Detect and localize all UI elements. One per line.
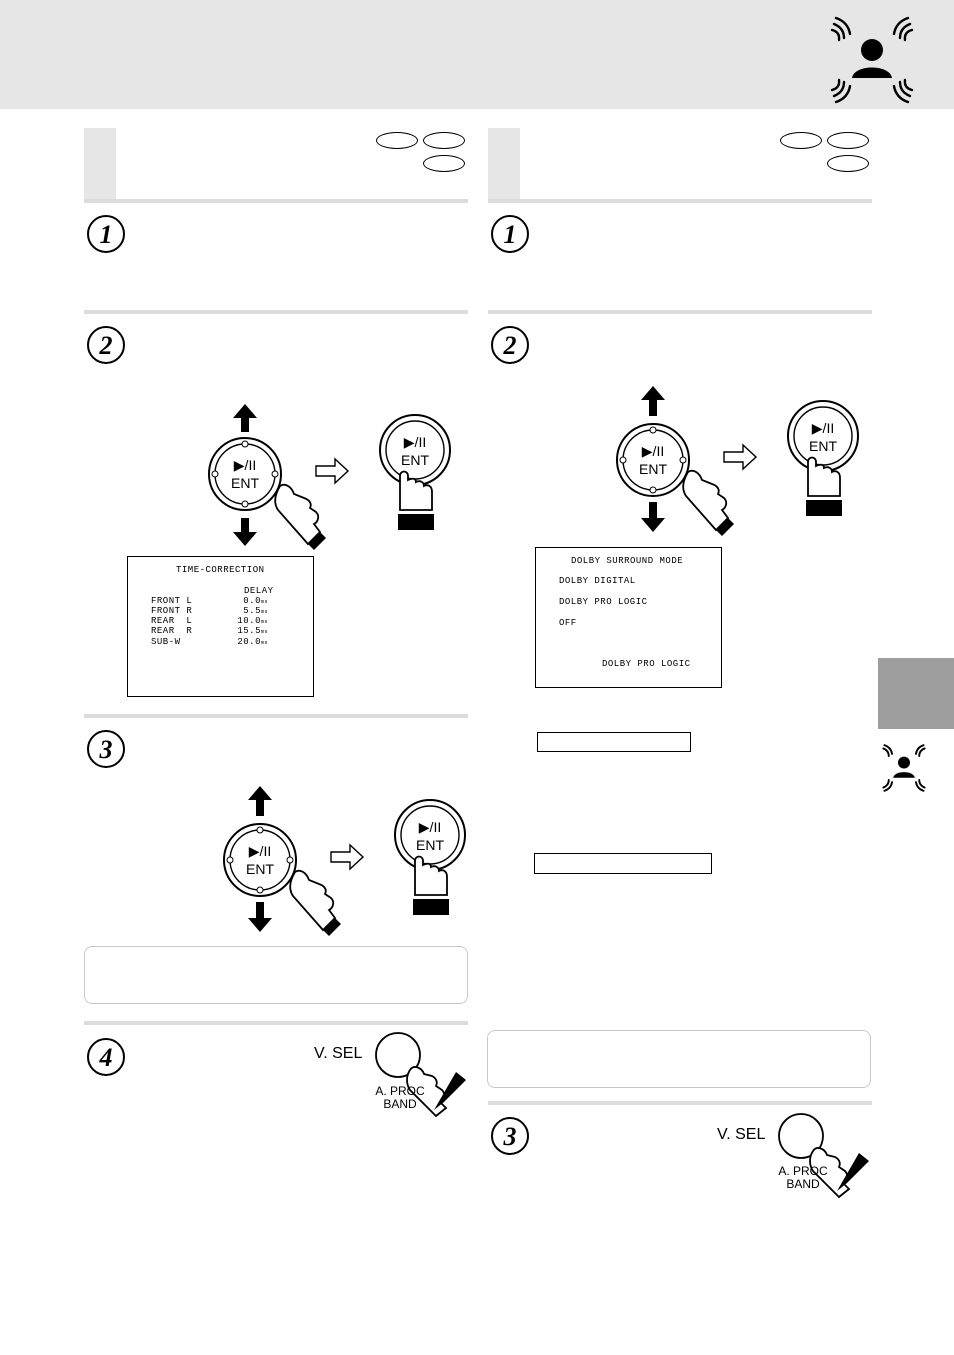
- pointing-hand-icon: [413, 855, 449, 915]
- note-box: [84, 946, 468, 1004]
- svg-text:1: 1: [100, 220, 113, 249]
- pointing-hand-icon: [406, 1066, 466, 1118]
- svg-text:ENT: ENT: [231, 475, 259, 491]
- delay-value: 5.5ms: [243, 606, 268, 616]
- vsel-button[interactable]: [777, 1113, 873, 1199]
- channel-label: REAR R: [151, 626, 193, 636]
- note-box: [487, 1030, 871, 1088]
- svg-text:ENT: ENT: [401, 452, 429, 468]
- svg-text:ENT: ENT: [809, 438, 837, 454]
- blank-box: [537, 732, 691, 752]
- disc-type-oval: [827, 155, 869, 172]
- step-number-1: 1: [491, 215, 529, 253]
- right-section-tab: [488, 128, 520, 200]
- channel-label: SUB-W: [151, 637, 181, 647]
- delay-value: 10.0ms: [237, 616, 268, 626]
- delay-value: 15.5ms: [237, 626, 268, 636]
- divider: [84, 199, 468, 203]
- step-number-4: 4: [87, 1038, 125, 1076]
- listener-surround-icon: [882, 744, 926, 792]
- channel-label: FRONT R: [151, 606, 193, 616]
- dolby-option: DOLBY DIGITAL: [559, 576, 636, 586]
- joystick-controller-icon[interactable]: ▶/II ENT: [215, 784, 345, 936]
- disc-type-oval: [376, 132, 418, 149]
- step-number-2: 2: [491, 326, 529, 364]
- svg-text:1: 1: [504, 220, 517, 249]
- screen-title: TIME-CORRECTION: [176, 565, 265, 575]
- divider: [84, 1021, 468, 1025]
- arrow-right-icon: [330, 843, 365, 871]
- left-section-tab: [84, 128, 116, 200]
- vsel-label: V. SEL: [314, 1045, 363, 1062]
- divider: [488, 1101, 872, 1105]
- dolby-surround-screen: DOLBY SURROUND MODE DOLBY DIGITAL DOLBY …: [535, 547, 722, 688]
- svg-text:4: 4: [99, 1043, 113, 1072]
- step-number-2: 2: [87, 326, 125, 364]
- joystick-controller-icon[interactable]: ▶/II ENT: [200, 400, 330, 550]
- screen-column-header: DELAY: [244, 586, 274, 596]
- enter-button-press-icon[interactable]: ▶/II ENT: [378, 414, 454, 532]
- delay-value: 20.0ms: [237, 637, 268, 647]
- screen-title: DOLBY SURROUND MODE: [571, 556, 684, 566]
- svg-text:▶/II: ▶/II: [404, 434, 426, 450]
- dolby-option: DOLBY PRO LOGIC: [559, 597, 648, 607]
- pointing-hand-icon: [289, 869, 341, 936]
- aproc-band-label: A. PROC BAND: [375, 1084, 425, 1111]
- blank-box: [534, 853, 712, 874]
- pointing-hand-icon: [682, 469, 734, 536]
- time-correction-screen: TIME-CORRECTION DELAY FRONT L FRONT R RE…: [127, 556, 314, 697]
- divider: [84, 310, 468, 314]
- svg-text:ENT: ENT: [416, 837, 444, 853]
- arrow-right-icon: [315, 457, 350, 485]
- divider: [488, 199, 872, 203]
- enter-button-press-icon[interactable]: ▶/II ENT: [786, 400, 862, 518]
- current-mode: DOLBY PRO LOGIC: [602, 659, 691, 669]
- pointing-hand-icon: [274, 483, 326, 550]
- step-number-1: 1: [87, 215, 125, 253]
- svg-text:▶/II: ▶/II: [234, 457, 256, 473]
- disc-type-oval: [827, 132, 869, 149]
- vsel-label: V. SEL: [717, 1126, 766, 1143]
- page-header-band: [0, 0, 954, 109]
- svg-text:▶/II: ▶/II: [249, 843, 271, 859]
- channel-label: FRONT L: [151, 596, 193, 606]
- arrow-right-icon: [723, 443, 758, 471]
- svg-text:▶/II: ▶/II: [419, 819, 441, 835]
- svg-text:2: 2: [503, 331, 517, 360]
- disc-type-oval: [423, 155, 465, 172]
- step-number-3: 3: [491, 1117, 529, 1155]
- channel-label: REAR L: [151, 616, 193, 626]
- disc-type-oval: [423, 132, 465, 149]
- pointing-hand-icon: [398, 470, 434, 530]
- svg-text:▶/II: ▶/II: [812, 420, 834, 436]
- svg-text:ENT: ENT: [639, 461, 667, 477]
- svg-text:3: 3: [99, 735, 113, 764]
- dolby-option: OFF: [559, 618, 577, 628]
- disc-type-oval: [780, 132, 822, 149]
- joystick-controller-icon[interactable]: ▶/II ENT: [608, 384, 738, 536]
- pointing-hand-icon: [806, 456, 842, 516]
- delay-value: 0.0ms: [243, 596, 268, 606]
- svg-text:▶/II: ▶/II: [642, 443, 664, 459]
- divider: [84, 714, 468, 718]
- enter-button-press-icon[interactable]: ▶/II ENT: [393, 799, 469, 917]
- vsel-button[interactable]: [374, 1032, 470, 1118]
- listener-surround-icon: [830, 16, 914, 104]
- svg-text:2: 2: [99, 331, 113, 360]
- aproc-band-label: A. PROC BAND: [778, 1164, 828, 1191]
- pointing-hand-icon: [809, 1147, 869, 1199]
- chapter-side-tab: [878, 658, 954, 729]
- svg-text:3: 3: [503, 1122, 517, 1151]
- step-number-3: 3: [87, 730, 125, 768]
- svg-text:ENT: ENT: [246, 861, 274, 877]
- divider: [488, 310, 872, 314]
